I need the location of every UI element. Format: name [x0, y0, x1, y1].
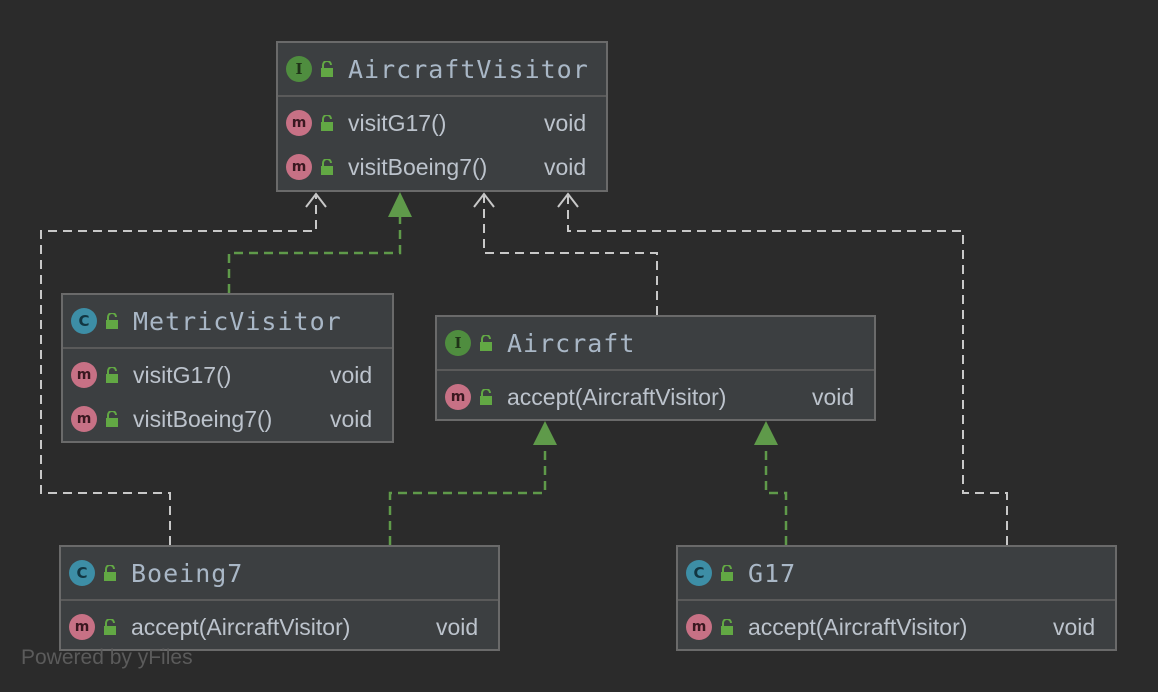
arrowhead-triangle [754, 421, 778, 445]
member-list: m accept(AircraftVisitor) void [61, 601, 498, 649]
member-name: visitBoeing7() [133, 405, 273, 432]
edge-aircraft-to-aircraftvisitor [483, 196, 658, 315]
node-header: C MetricVisitor [63, 295, 392, 349]
method-icon: m [286, 154, 312, 180]
method-icon: m [71, 362, 97, 388]
node-g17[interactable]: C G17 m accept(AircraftVisitor) void [676, 545, 1117, 651]
public-lock-icon [106, 313, 118, 329]
member-name: accept(AircraftVisitor) [507, 383, 727, 410]
node-metricvisitor[interactable]: C MetricVisitor m visitG17() void m visi… [61, 293, 394, 443]
member-type: void [544, 153, 587, 180]
member-name: visitG17() [348, 109, 447, 136]
member-type: void [330, 361, 373, 388]
edge-boeing7-to-aircraftvisitor [40, 196, 317, 545]
member-name: accept(AircraftVisitor) [131, 613, 351, 640]
member-list: m visitG17() void m visitBoeing7() void [63, 349, 392, 441]
arrowhead-open [473, 192, 495, 208]
public-lock-icon [104, 619, 116, 635]
node-aircraft[interactable]: I Aircraft m accept(AircraftVisitor) voi… [435, 315, 876, 421]
public-lock-icon [106, 367, 118, 383]
node-header: C Boeing7 [61, 547, 498, 601]
member-row[interactable]: m visitG17() void [278, 101, 606, 145]
node-title: MetricVisitor [133, 306, 342, 336]
arrowhead-triangle [388, 192, 412, 217]
member-list: m accept(AircraftVisitor) void [678, 601, 1115, 649]
method-icon: m [71, 406, 97, 432]
arrowhead-triangle [533, 421, 557, 445]
interface-icon: I [286, 56, 312, 82]
method-icon: m [286, 110, 312, 136]
member-row[interactable]: m visitBoeing7() void [278, 145, 606, 189]
member-row[interactable]: m accept(AircraftVisitor) void [61, 605, 498, 649]
node-aircraftvisitor[interactable]: I AircraftVisitor m visitG17() void m vi… [276, 41, 608, 192]
node-title: Aircraft [507, 328, 636, 358]
public-lock-icon [480, 335, 492, 351]
edge-metricvisitor-to-aircraftvisitor [227, 216, 402, 293]
class-icon: C [71, 308, 97, 334]
class-icon: C [69, 560, 95, 586]
edge-boeing7-to-aircraft [388, 444, 547, 545]
member-row[interactable]: m accept(AircraftVisitor) void [678, 605, 1115, 649]
member-type: void [1053, 613, 1096, 640]
node-header: I AircraftVisitor [278, 43, 606, 97]
edge-g17-to-aircraft [764, 444, 788, 545]
edge-g17-to-aircraftvisitor [567, 196, 1008, 545]
node-header: C G17 [678, 547, 1115, 601]
arrowhead-open [305, 192, 327, 208]
member-name: accept(AircraftVisitor) [748, 613, 968, 640]
member-name: visitG17() [133, 361, 232, 388]
public-lock-icon [321, 115, 333, 131]
member-row[interactable]: m visitG17() void [63, 353, 392, 397]
member-type: void [330, 405, 373, 432]
member-row[interactable]: m accept(AircraftVisitor) void [437, 375, 874, 419]
node-title: G17 [748, 558, 797, 588]
member-list: m accept(AircraftVisitor) void [437, 371, 874, 419]
arrowhead-open [557, 192, 579, 208]
method-icon: m [445, 384, 471, 410]
node-boeing7[interactable]: C Boeing7 m accept(AircraftVisitor) void [59, 545, 500, 651]
member-type: void [436, 613, 479, 640]
method-icon: m [686, 614, 712, 640]
public-lock-icon [721, 565, 733, 581]
member-row[interactable]: m visitBoeing7() void [63, 397, 392, 441]
public-lock-icon [721, 619, 733, 635]
node-header: I Aircraft [437, 317, 874, 371]
public-lock-icon [321, 61, 333, 77]
member-name: visitBoeing7() [348, 153, 488, 180]
member-list: m visitG17() void m visitBoeing7() void [278, 97, 606, 189]
public-lock-icon [321, 159, 333, 175]
public-lock-icon [480, 389, 492, 405]
interface-icon: I [445, 330, 471, 356]
member-type: void [544, 109, 587, 136]
class-icon: C [686, 560, 712, 586]
node-title: Boeing7 [131, 558, 244, 588]
public-lock-icon [104, 565, 116, 581]
method-icon: m [69, 614, 95, 640]
powered-by-footer: Powered by yFiles [21, 646, 193, 669]
public-lock-icon [106, 411, 118, 427]
node-title: AircraftVisitor [348, 54, 589, 84]
member-type: void [812, 383, 855, 410]
